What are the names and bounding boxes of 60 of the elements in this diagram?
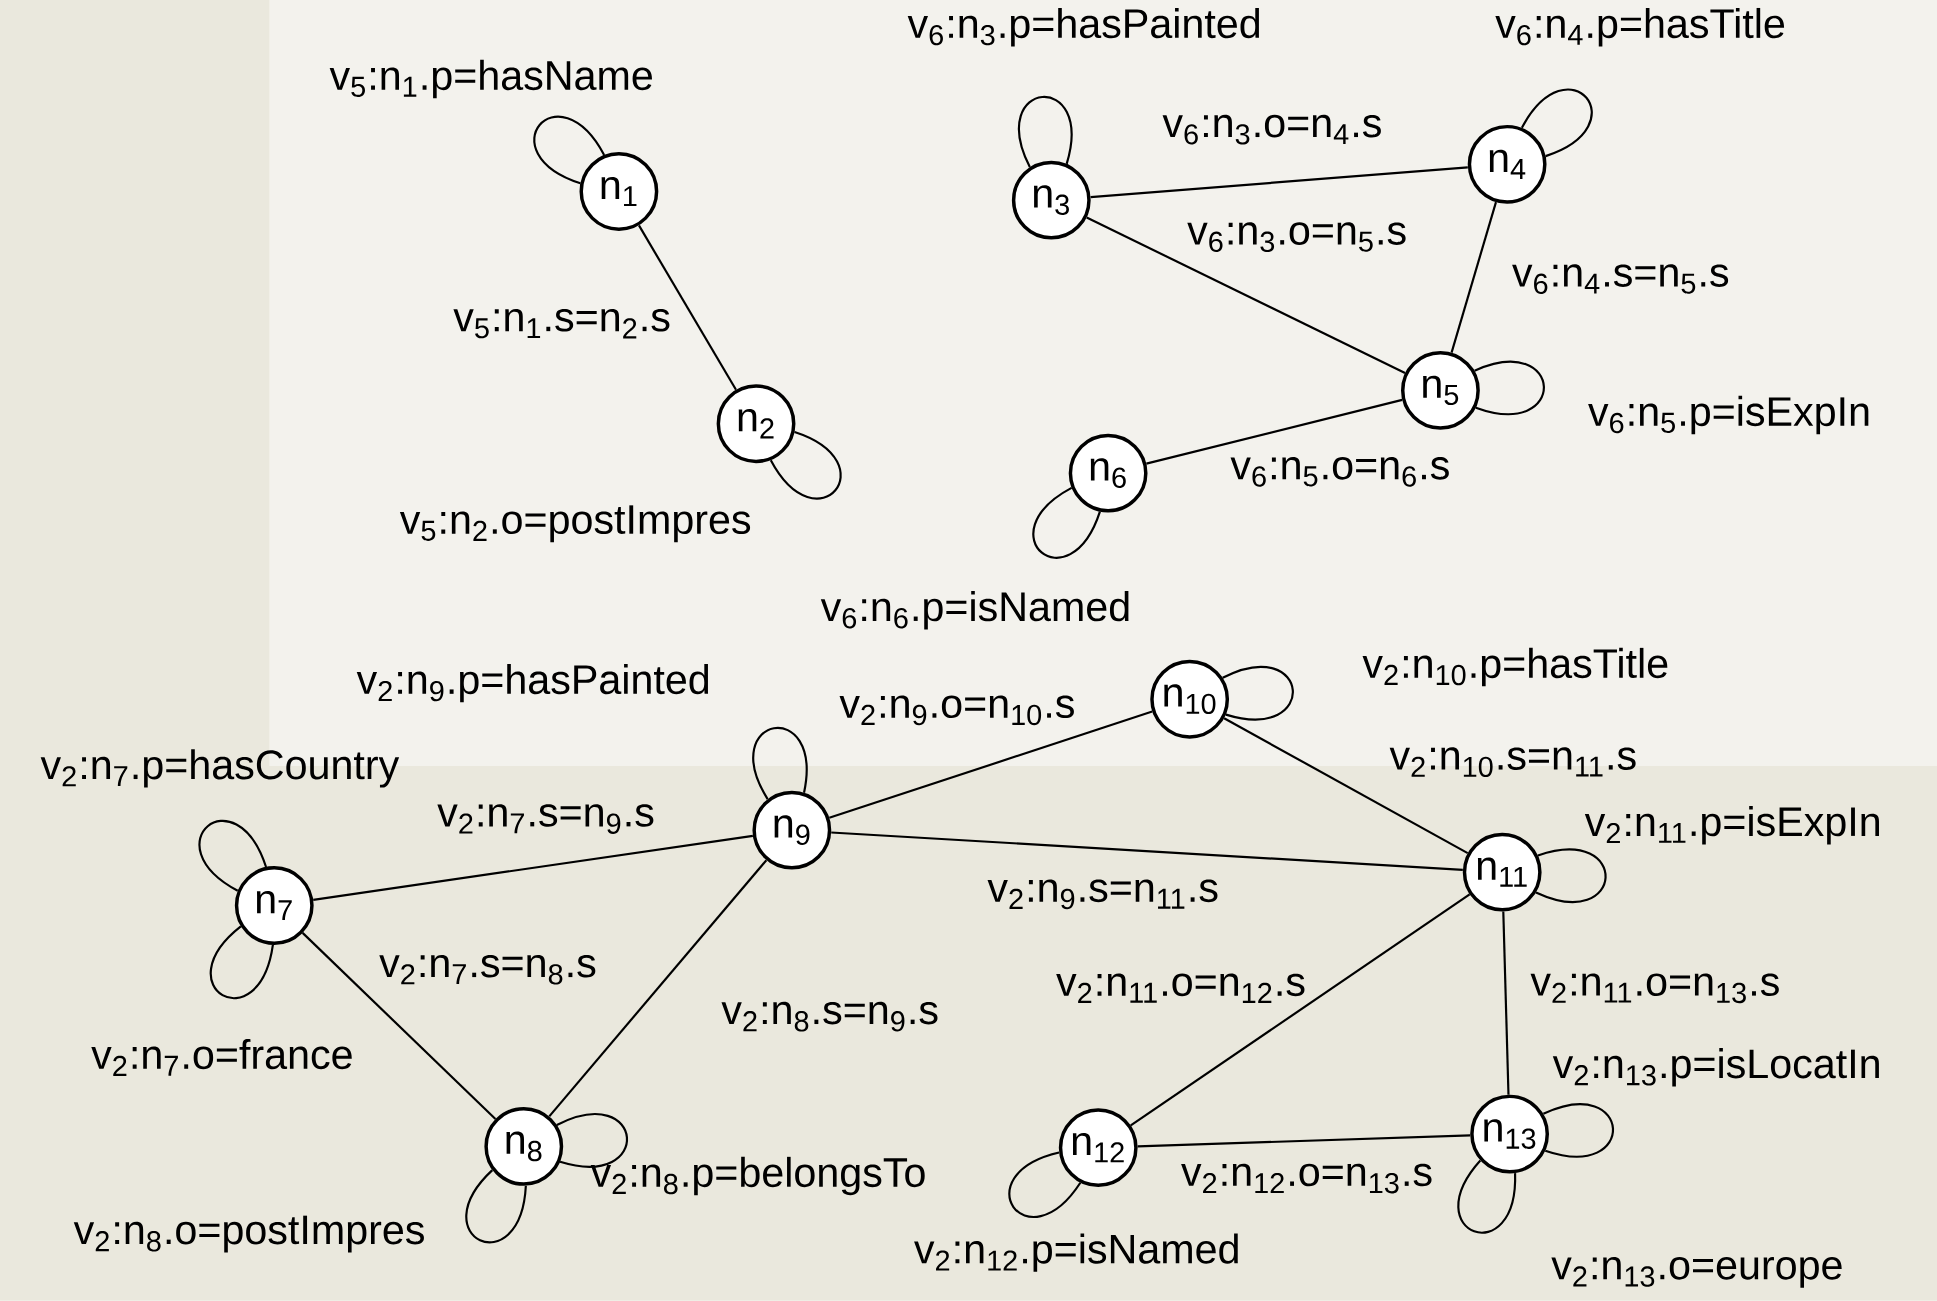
edge-label: v$_{6}$:n$_{3}$.o=n$_{4}$.s (1162, 114, 1381, 145)
self-loop (1474, 360, 1545, 416)
self-loop (1032, 487, 1101, 559)
edge-line (828, 710, 1153, 819)
edge-line (1502, 911, 1510, 1095)
edge-label: v$_{2}$:n$_{7}$.s=n$_{9}$.s (437, 804, 654, 834)
self-loop (752, 727, 808, 800)
edge-label: v$_{6}$:n$_{5}$.o=n$_{6}$.s (1230, 457, 1449, 487)
edge-label: v$_{6}$:n$_{3}$.o=n$_{5}$.s (1187, 222, 1406, 253)
edge-line (638, 224, 737, 391)
edge-label: v$_{5}$:n$_{2}$.o=postImpres (399, 505, 751, 543)
edge-label: v$_{6}$:n$_{6}$.p=isNamed (820, 591, 1129, 630)
self-loop (210, 925, 274, 1000)
edge-label: v$_{2}$:n$_{8}$.o=postImpres (73, 1215, 424, 1253)
edge-line (1146, 398, 1403, 465)
edge-line (548, 859, 768, 1118)
edge-label: v$_{2}$:n$_{7}$.o=france (91, 1039, 352, 1077)
edge-line (301, 932, 497, 1120)
edge-label: v$_{2}$:n$_{12}$.p=isNamed (914, 1233, 1238, 1272)
edge-label: v$_{6}$:n$_{4}$.s=n$_{5}$.s (1512, 264, 1729, 295)
edge-label: v$_{2}$:n$_{11}$.p=isExpIn (1584, 806, 1879, 845)
edge-line (1086, 216, 1406, 375)
edge-label: v$_{2}$:n$_{11}$.o=n$_{13}$.s (1530, 973, 1779, 1004)
self-loop (198, 820, 268, 892)
edge-line (1130, 893, 1471, 1127)
edge-label: v$_{2}$:n$_{7}$.p=hasCountry (40, 749, 400, 788)
self-loop (1457, 1159, 1517, 1234)
self-loop (1543, 1103, 1615, 1158)
edge-label: v$_{6}$:n$_{3}$.p=hasPainted (907, 8, 1259, 47)
edge-label: v$_{2}$:n$_{9}$.o=n$_{10}$.s (839, 695, 1074, 726)
self-loop (1008, 1151, 1082, 1218)
edge-label: v$_{2}$:n$_{10}$.p=hasTitle (1362, 647, 1668, 687)
edge-line (1450, 201, 1497, 353)
edge-label: v$_{2}$:n$_{13}$.o=europe (1551, 1257, 1842, 1288)
self-loop (556, 1113, 628, 1168)
edge-line (1137, 1134, 1471, 1148)
edge-label: v$_{2}$:n$_{9}$.s=n$_{11}$.s (987, 879, 1218, 910)
self-loop (465, 1169, 527, 1244)
edge-label: v$_{2}$:n$_{13}$.p=isLocatIn (1552, 1048, 1879, 1087)
edge-label: v$_{5}$:n$_{1}$.s=n$_{2}$.s (453, 309, 670, 339)
self-loop (533, 115, 606, 185)
edge-line (1090, 166, 1468, 199)
edge-label: v$_{2}$:n$_{9}$.p=hasPainted (356, 664, 709, 703)
self-loop (1222, 666, 1294, 721)
edge-label: v$_{6}$:n$_{4}$.p=hasTitle (1495, 8, 1785, 47)
edge-label: v$_{2}$:n$_{12}$.o=n$_{13}$.s (1181, 1163, 1432, 1194)
edge-label: v$_{2}$:n$_{8}$.s=n$_{9}$.s (721, 1001, 938, 1032)
edge-line (313, 834, 753, 901)
edge-label: v$_{6}$:n$_{5}$.p=isExpIn (1588, 395, 1869, 435)
edge-label: v$_{2}$:n$_{10}$.s=n$_{11}$.s (1389, 747, 1636, 778)
self-loop (1521, 88, 1593, 158)
edge-label: v$_{5}$:n$_{1}$.p=hasName (329, 59, 652, 99)
edge-label: v$_{2}$:n$_{11}$.o=n$_{12}$.s (1056, 973, 1305, 1004)
edge-line (831, 831, 1463, 871)
edge-label: v$_{2}$:n$_{8}$.p=belongsTo (590, 1156, 925, 1196)
self-loop (769, 431, 842, 500)
self-loop (1535, 849, 1607, 904)
edge-line (1223, 717, 1469, 855)
self-loop (1017, 96, 1073, 168)
edge-label: v$_{2}$:n$_{7}$.s=n$_{8}$.s (379, 955, 596, 985)
